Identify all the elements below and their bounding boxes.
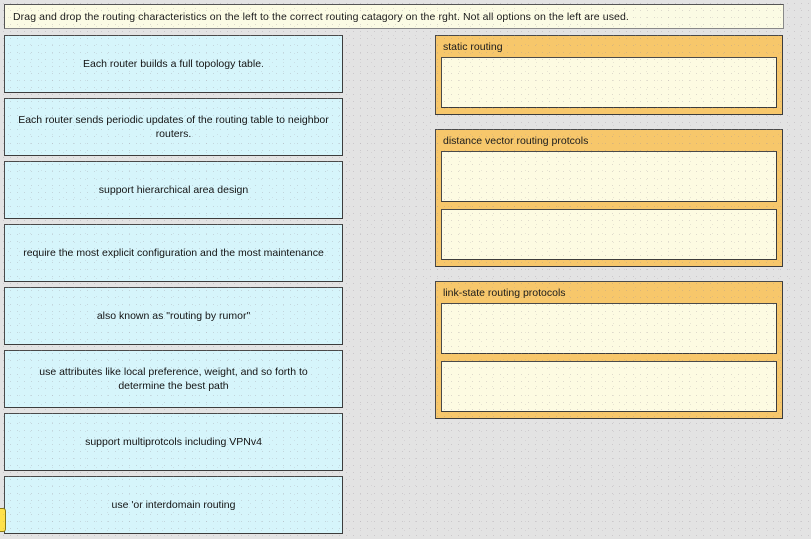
category-title: link-state routing protocols <box>443 287 566 299</box>
instruction-banner: Drag and drop the routing characteristic… <box>4 4 784 29</box>
option-label: also known as "routing by rumor" <box>96 310 251 322</box>
category-link-state[interactable]: link-state routing protocols <box>435 281 783 419</box>
drop-target[interactable] <box>441 57 777 108</box>
category-title: distance vector routing protcols <box>443 135 589 147</box>
category-static-routing[interactable]: static routing <box>435 35 783 115</box>
routing-categories-list: static routing distance vector routing p… <box>435 35 783 433</box>
drop-target[interactable] <box>441 209 777 260</box>
draggable-option[interactable]: use 'or interdomain routing <box>4 476 343 534</box>
draggable-option[interactable]: require the most explicit configuration … <box>4 224 343 282</box>
draggable-option[interactable]: use attributes like local preference, we… <box>4 350 343 408</box>
drop-target[interactable] <box>441 303 777 354</box>
option-label: use 'or interdomain routing <box>111 499 236 511</box>
draggable-option[interactable]: support multiprotcols including VPNv4 <box>4 413 343 471</box>
draggable-option[interactable]: Each router builds a full topology table… <box>4 35 343 93</box>
draggable-option[interactable]: also known as "routing by rumor" <box>4 287 343 345</box>
option-label: Each router builds a full topology table… <box>83 58 264 70</box>
option-label: support hierarchical area design <box>98 184 249 196</box>
option-label: Each router sends periodic updates of th… <box>18 114 329 140</box>
drop-target[interactable] <box>441 151 777 202</box>
draggable-option[interactable]: support hierarchical area design <box>4 161 343 219</box>
routing-characteristics-list: Each router builds a full topology table… <box>4 35 343 539</box>
option-label: support multiprotcols including VPNv4 <box>85 436 262 448</box>
category-distance-vector[interactable]: distance vector routing protcols <box>435 129 783 267</box>
option-label: require the most explicit configuration … <box>23 247 324 259</box>
drop-target[interactable] <box>441 361 777 412</box>
draggable-option[interactable]: Each router sends periodic updates of th… <box>4 98 343 156</box>
option-label: use attributes like local preference, we… <box>39 366 308 392</box>
instruction-text: Drag and drop the routing characteristic… <box>13 10 629 23</box>
category-title: static routing <box>443 41 503 53</box>
drag-cursor-artifact <box>0 508 6 532</box>
